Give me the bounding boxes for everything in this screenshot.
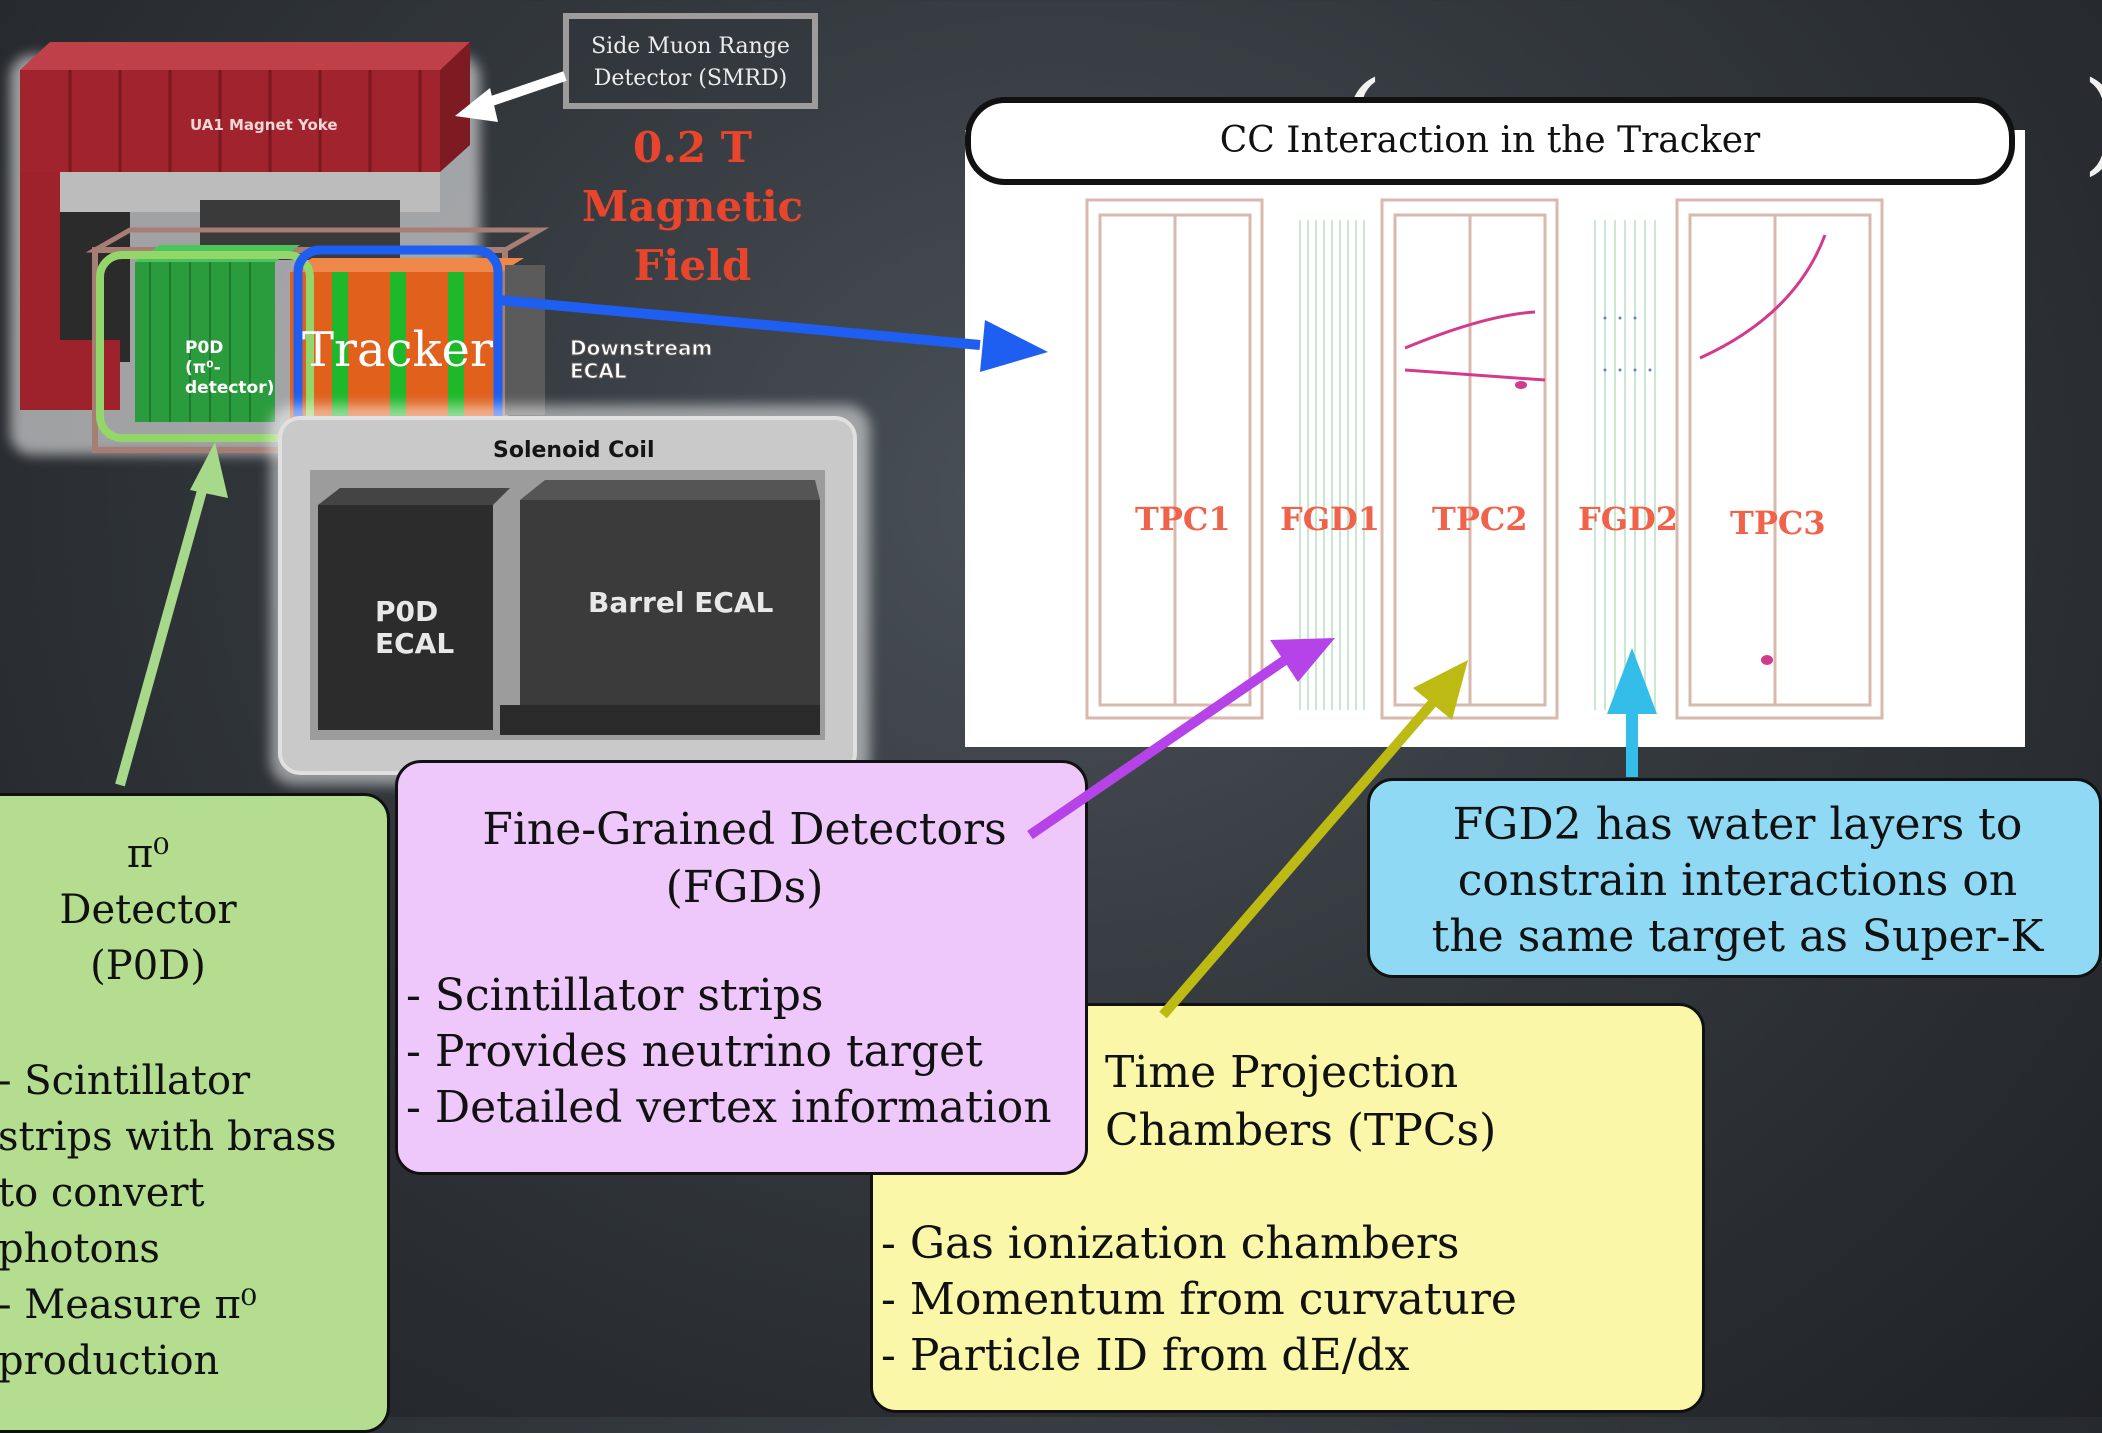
pod-box-title: π⁰ Detector (P0D): [3, 826, 293, 994]
tpc-box-title1: Time Projection: [1105, 1047, 1459, 1098]
tracker-label: Tracker: [302, 322, 493, 378]
downstream-ecal-line2: ECAL: [569, 359, 627, 383]
pod-box-line: strips with brass: [0, 1114, 337, 1160]
fgd-box-line: - Scintillator strips: [406, 970, 824, 1021]
tracker-event-drawing: [1085, 198, 1884, 720]
yoke-label: UA1 Magnet Yoke: [190, 116, 338, 134]
downstream-ecal-label: Downstream ECAL: [569, 336, 713, 383]
magnetic-field-line1: 0.2 T: [633, 123, 752, 172]
smrd-label-box: Side Muon Range Detector (SMRD): [563, 13, 818, 109]
tpc-box-line: - Gas ionization chambers: [881, 1218, 1460, 1269]
pod-box-list: - Scintillator strips with brass to conv…: [0, 1053, 337, 1389]
fgd2-box-list: FGD2 has water layers to constrain inter…: [1370, 797, 2102, 965]
pod-box-line: - Measure π⁰: [0, 1282, 257, 1328]
nd280-detector-illustration: [0, 0, 900, 800]
pod-box-line: to convert: [0, 1170, 205, 1216]
pod-label-line3: detector): [185, 378, 275, 398]
solenoid-label: Solenoid Coil: [493, 438, 655, 463]
yoke-top: [20, 42, 470, 70]
pod-box-line: - Scintillator: [0, 1058, 251, 1104]
event-display-panel: [965, 130, 2025, 747]
event-label-fgd2: FGD2: [1578, 500, 1679, 538]
tpc-box-line: - Momentum from curvature: [881, 1274, 1517, 1325]
tpc-box-line: - Particle ID from dE/dx: [881, 1330, 1410, 1381]
pod-box-title3: (P0D): [90, 943, 206, 989]
pod-label-line1: P0D: [185, 338, 224, 358]
pod-box-title1: π⁰: [126, 831, 170, 877]
smrd-line1: Side Muon Range: [591, 34, 790, 59]
fgd2-strips: [1594, 220, 1656, 710]
tpc-box-title: Time Projection Chambers (TPCs): [1105, 1044, 1496, 1160]
fgd2-description-box: FGD2 has water layers to constrain inter…: [1367, 778, 2102, 978]
p0d-highlight: [96, 251, 314, 442]
event-label-tpc2: TPC2: [1432, 500, 1528, 538]
smrd-line2: Detector (SMRD): [593, 66, 788, 91]
pod-box-title2: Detector: [59, 887, 237, 933]
fgd-box-title: Fine-Grained Detectors (FGDs): [398, 801, 1091, 917]
event-label-tpc1: TPC1: [1135, 500, 1231, 538]
barrel-ecal-module: [520, 500, 820, 710]
tpc3-frame: [1675, 198, 1884, 720]
pod-description-box: π⁰ Detector (P0D) - Scintillator strips …: [0, 793, 390, 1433]
pod-ecal-line1: P0D: [375, 595, 439, 628]
pod-ecal-line2: ECAL: [375, 627, 455, 660]
fgd1-strips: [1299, 220, 1365, 710]
pod-ecal-label: P0D ECAL: [375, 596, 454, 660]
fgd-box-line: - Provides neutrino target: [406, 1026, 983, 1077]
pod-label: P0D (π⁰- detector): [185, 338, 274, 398]
event-display-header: CC Interaction in the Tracker: [965, 97, 2015, 185]
downstream-ecal-line1: Downstream: [569, 336, 713, 360]
barrel-ecal-label: Barrel ECAL: [588, 586, 774, 619]
p0d-ecal-module: [318, 505, 493, 730]
downstream-ecal-module: [505, 265, 545, 415]
fgd-box-list: - Scintillator strips - Provides neutrin…: [406, 968, 1052, 1136]
fgd-box-title1: Fine-Grained Detectors: [482, 804, 1007, 855]
pod-box-line: photons: [0, 1226, 160, 1272]
event-label-fgd1: FGD1: [1280, 500, 1381, 538]
tpc-description-box: Time Projection Chambers (TPCs) - Gas io…: [870, 1003, 1705, 1413]
fgd2-box-line: constrain interactions on: [1457, 855, 2018, 906]
p0d-module: [135, 262, 275, 422]
fgd-box-title2: (FGDs): [665, 862, 824, 913]
tpc-box-list: - Gas ionization chambers - Momentum fro…: [881, 1216, 1517, 1384]
magnetic-field-line3: Field: [633, 241, 752, 290]
pod-label-line2: (π⁰-: [185, 358, 221, 378]
event-label-tpc3: TPC3: [1730, 504, 1826, 542]
nd280-detector-drawing: [10, 42, 870, 785]
fgd-box-line: - Detailed vertex information: [406, 1082, 1052, 1133]
particle-tracks: [1404, 234, 1827, 382]
fgd2-box-line: the same target as Super-K: [1431, 911, 2044, 962]
fgd2-box-line: FGD2 has water layers to: [1452, 799, 2023, 850]
magnetic-field-label: 0.2 T Magnetic Field: [565, 118, 820, 295]
pod-box-line: production: [0, 1338, 220, 1384]
tpc-box-title2: Chambers (TPCs): [1105, 1105, 1497, 1156]
fgd-description-box: Fine-Grained Detectors (FGDs) - Scintill…: [395, 760, 1088, 1175]
magnetic-field-line2: Magnetic: [581, 182, 804, 231]
tpc2-frame: [1380, 198, 1559, 720]
